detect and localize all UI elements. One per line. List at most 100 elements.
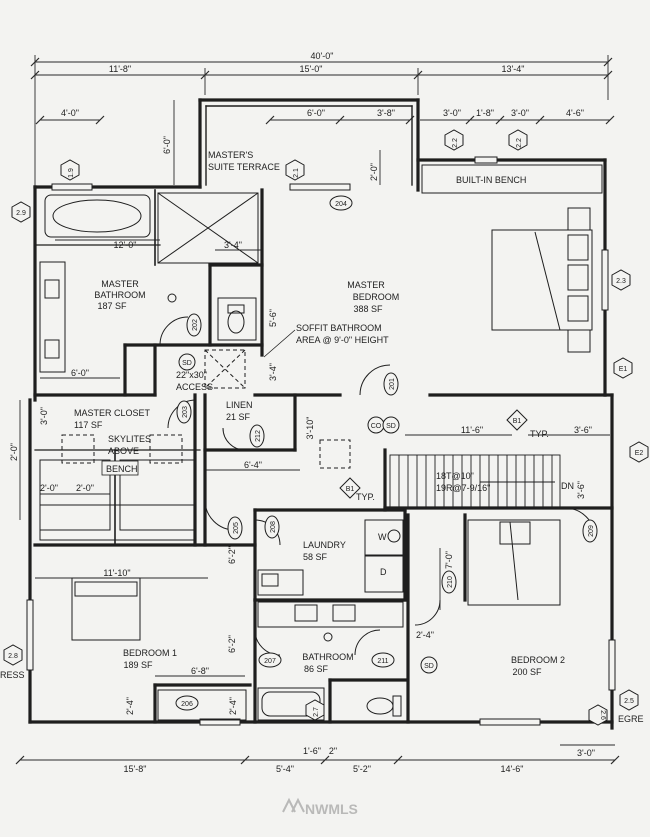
dim-hall-width: 6'-4": [244, 460, 262, 470]
dim-bottom-d: 5'-2": [353, 764, 371, 774]
bedroom2-sf: 200 SF: [512, 667, 542, 677]
stair-risers: 19R@7-9/16": [436, 483, 490, 493]
watermark-text: NWMLS: [305, 801, 358, 817]
dim-terrace-left: 4'-0": [61, 108, 79, 118]
dim-dn-depth: 3'-6": [576, 481, 586, 499]
smoke-detector-3: SD: [424, 663, 434, 670]
dim-bottom-left: 15'-8": [124, 764, 147, 774]
soffit-note-2: AREA @ 9'-0" HEIGHT: [296, 335, 389, 345]
skylites-label-2: ABOVE: [108, 446, 139, 456]
skylites-label-1: SKYLITES: [108, 434, 151, 444]
built-in-bench-label: BUILT-IN BENCH: [456, 175, 526, 185]
window-tag-e2: E2: [635, 450, 644, 457]
dim-right-c: 3'-0": [511, 108, 529, 118]
dim-terrace-step: 2'-0": [369, 163, 379, 181]
dim-top-a: 11'-8": [109, 64, 131, 74]
dim-bottom-b: 1'-6": [303, 746, 321, 756]
master-bathroom-label-1: MASTER: [101, 279, 139, 289]
smoke-detector-1: SD: [182, 360, 192, 367]
master-bathroom-sf: 187 SF: [97, 301, 127, 311]
dim-right-a: 3'-0": [443, 108, 461, 118]
dim-closet-depth: 3'-0": [39, 407, 49, 425]
window-tag-4: 2.2: [516, 138, 523, 148]
dim-door-a: 6'-2": [227, 546, 237, 564]
master-bedroom-sf: 388 SF: [353, 304, 383, 314]
bedroom2-label: BEDROOM 2: [511, 655, 565, 665]
window-tag-7: 2.8: [8, 653, 18, 660]
window-tag-3: 2.2: [452, 138, 459, 148]
window-marks: [26, 156, 616, 726]
dim-shower-width: 3'-4": [224, 240, 242, 250]
dim-stair-right: 3'-6": [574, 425, 592, 435]
window-tag-5: 2.9: [16, 210, 26, 217]
co-detector: CO: [371, 423, 382, 430]
master-closet-label: MASTER CLOSET: [74, 408, 151, 418]
dim-bedroom1-width: 11'-10": [103, 568, 130, 578]
dim-hall-depth: 3'-10": [305, 417, 315, 440]
door-tag-203: 203: [182, 406, 189, 418]
dim-b2-door: 2'-4": [416, 630, 434, 640]
laundry-sf: 58 SF: [303, 552, 328, 562]
dim-soffit-height: 5'-6": [268, 309, 278, 327]
stair-dn-label: DN: [561, 481, 574, 491]
dim-b1-side-a: 2'-4": [125, 697, 135, 715]
nwmls-logo-icon: [282, 797, 305, 813]
soffit-note-1: SOFFIT BATHROOM: [296, 323, 382, 333]
door-tag-212: 212: [255, 430, 262, 442]
tag-labels: 204 202 203 201 212 208 205 209 210 207 …: [8, 138, 643, 720]
dim-terrace-a: 6'-0": [307, 108, 325, 118]
door-tag-201: 201: [389, 378, 396, 390]
window-tag-2: 2.1: [293, 168, 300, 178]
window-tag-6: 2.3: [616, 278, 626, 285]
dim-b2-closet: 7'-0": [444, 551, 454, 569]
dim-bottom-a: 5'-4": [276, 764, 294, 774]
dryer-label: D: [380, 567, 387, 577]
master-bedroom-label-1: MASTER: [347, 280, 385, 290]
washer-label: W: [378, 532, 387, 542]
typ-tag-1: B1: [513, 418, 522, 425]
master-bathroom-label-2: BATHROOM: [94, 290, 145, 300]
door-tag-211: 211: [377, 658, 388, 665]
terrace-label-2: SUITE TERRACE: [208, 162, 280, 172]
smoke-detector-2: SD: [386, 423, 396, 430]
dim-access-depth: 3'-4": [268, 363, 278, 381]
door-tag-206: 206: [181, 701, 193, 708]
master-bedroom-label-2: BEDROOM: [353, 292, 400, 302]
door-tag-202: 202: [192, 319, 199, 331]
dim-right-d: 4'-6": [566, 108, 584, 118]
door-tag-209: 209: [588, 525, 595, 537]
dim-closet-b: 2'-0": [76, 483, 94, 493]
left-edge-text: RESS: [0, 670, 25, 680]
fixtures: [39, 164, 603, 721]
door-tag-207: 207: [264, 658, 276, 665]
dim-terrace-b: 3'-8": [377, 108, 395, 118]
access-label-2: ACCESS: [176, 382, 213, 392]
dim-terrace-depth: 6'-0": [162, 136, 172, 154]
dim-right-b: 1'-8": [476, 108, 494, 118]
dim-overall: 40'-0": [311, 51, 334, 61]
dim-top-b: 15'-0": [300, 64, 323, 74]
dim-stair-width: 11'-6": [461, 425, 483, 435]
window-tag-e1: E1: [619, 366, 628, 373]
bench-label: BENCH: [106, 464, 138, 474]
dim-left-wall: 2'-0": [9, 443, 19, 461]
right-edge-text: EGRE: [618, 714, 644, 724]
bathroom-sf: 86 SF: [304, 664, 329, 674]
window-tag-1: 1.9: [68, 168, 75, 178]
dim-closet-a: 2'-0": [40, 483, 58, 493]
dim-vanity-width: 6'-0": [71, 368, 89, 378]
master-closet-sf: 117 SF: [74, 420, 103, 430]
dim-b1-closet: 6'-8": [191, 666, 209, 676]
door-tag-208: 208: [270, 521, 277, 533]
room-labels: MASTER'S SUITE TERRACE BUILT-IN BENCH MA…: [74, 150, 574, 677]
walls: [28, 98, 614, 730]
stair-treads: 18T@10": [436, 471, 474, 481]
bathroom-label: BATHROOM: [302, 652, 353, 662]
dim-bottom-e: 14'-6": [501, 764, 524, 774]
typ-tag-2: B1: [346, 486, 355, 493]
linen-sf: 21 SF: [226, 412, 251, 422]
dim-bottom-c: 2": [329, 746, 337, 756]
nwmls-watermark: NWMLS: [282, 797, 358, 817]
window-tag-8: 2.5: [624, 698, 634, 705]
